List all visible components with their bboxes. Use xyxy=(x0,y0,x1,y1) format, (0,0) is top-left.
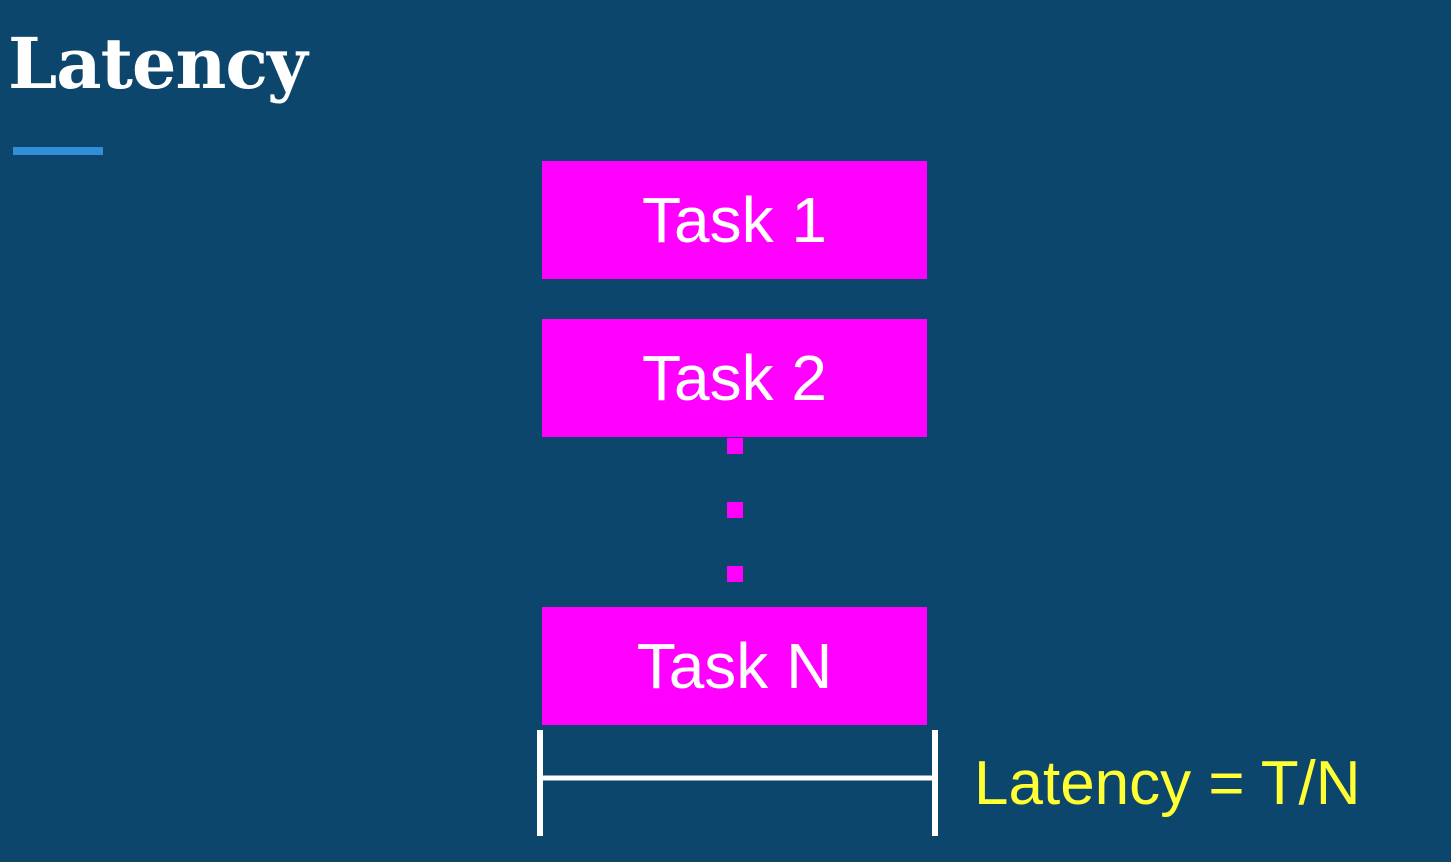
slide-title: Latency xyxy=(8,22,308,105)
task-box-1: Task 1 xyxy=(542,161,927,279)
ellipsis-dot-2 xyxy=(727,502,743,518)
latency-formula: Latency = T/N xyxy=(974,749,1361,818)
task-label-1: Task 1 xyxy=(642,184,827,256)
title-accent-rule xyxy=(13,147,103,155)
task-box-n: Task N xyxy=(542,607,927,725)
task-label-2: Task 2 xyxy=(642,342,827,414)
width-bracket xyxy=(537,730,938,836)
ellipsis-dot-1 xyxy=(727,438,743,454)
task-label-n: Task N xyxy=(636,630,833,702)
task-box-2: Task 2 xyxy=(542,319,927,437)
ellipsis-dot-3 xyxy=(727,566,743,582)
